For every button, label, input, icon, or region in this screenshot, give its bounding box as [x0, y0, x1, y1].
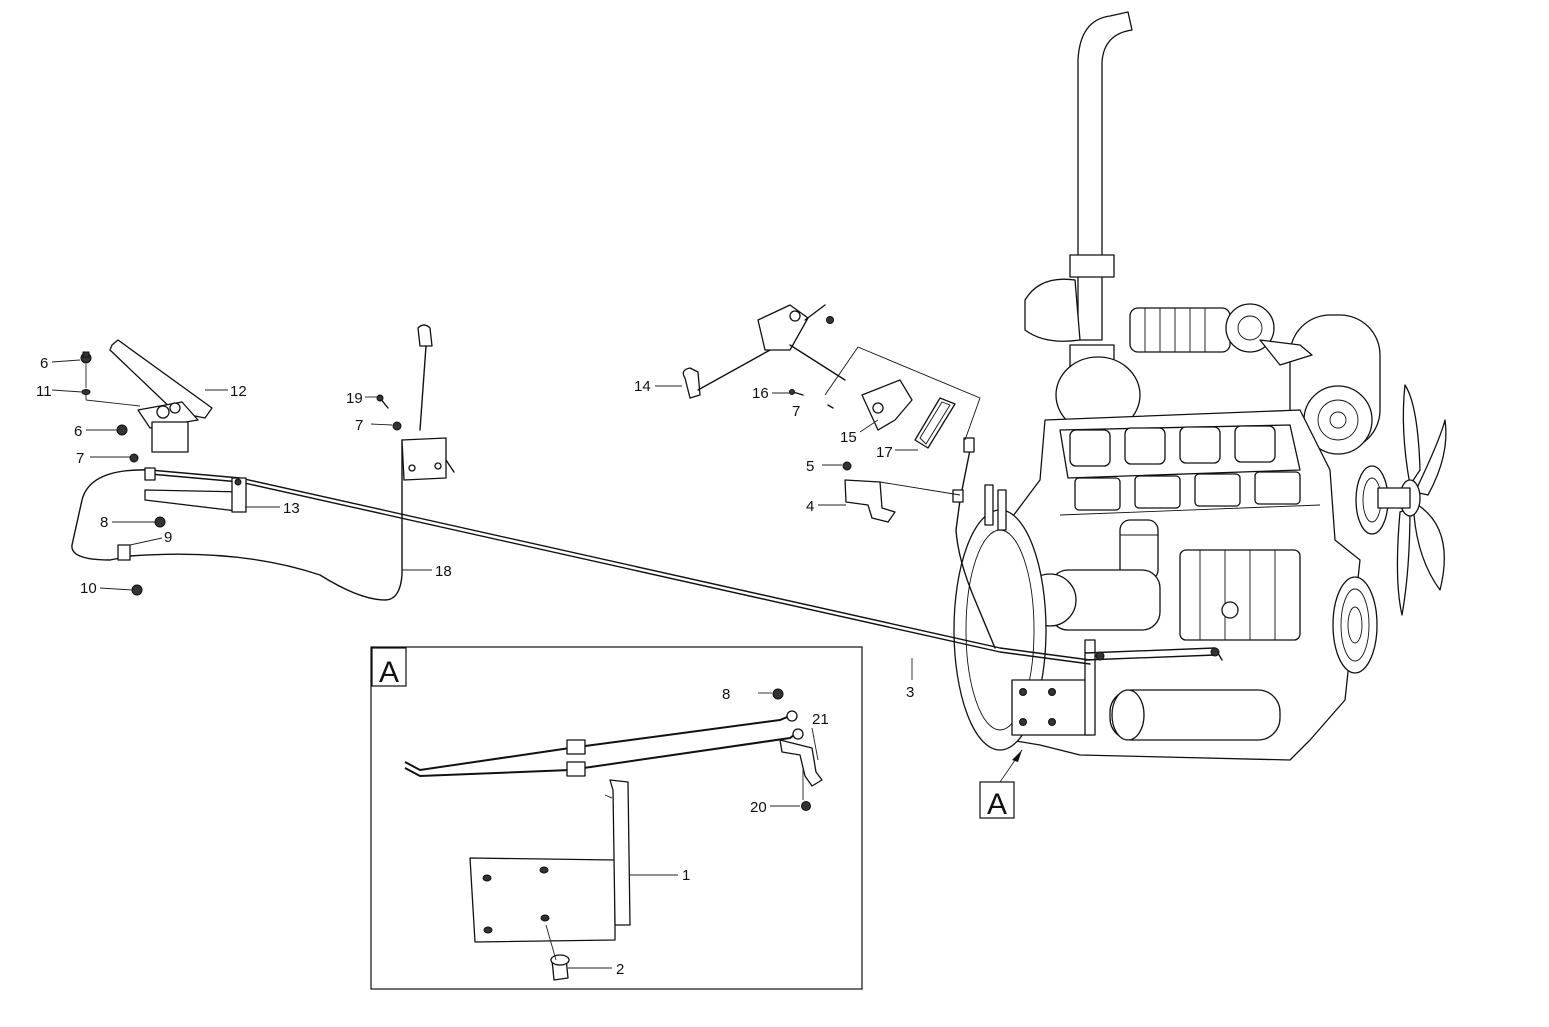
detail-bolt-2: [545, 924, 570, 981]
turbo-bellows: [1129, 303, 1275, 353]
callout-18: 18: [435, 563, 452, 580]
callout-2: 2: [616, 961, 624, 978]
callout-4: 4: [806, 498, 814, 515]
clip-9: [117, 544, 131, 561]
leader-lines: [51, 359, 918, 969]
detail-a-frame: [370, 646, 863, 990]
upper-pedal-assembly: [682, 304, 981, 449]
callout-20: 20: [750, 799, 767, 816]
engine-tag-label: A: [987, 788, 1007, 821]
washer-7-upper: [827, 404, 834, 409]
engine-cable-lower: [1084, 654, 1216, 661]
detail-bracket-21: [779, 739, 823, 787]
callout-6-top: 6: [40, 355, 48, 372]
nut-6-lower: [116, 424, 128, 436]
pad-17: [914, 397, 956, 449]
cable-loop: [71, 439, 403, 601]
small-nut: [826, 316, 834, 324]
lower-starter: [1109, 689, 1281, 741]
callout-1: 1: [682, 867, 690, 884]
detail-fitting-upper: [566, 739, 586, 755]
detail-nut-20: [801, 801, 811, 811]
clip-upper: [144, 467, 156, 481]
cable-upper-pedal: [955, 439, 996, 649]
detail-cable-upper: [404, 714, 793, 772]
callout-13: 13: [283, 500, 300, 517]
cooling-fan: [1377, 384, 1447, 616]
bolt-10: [131, 584, 143, 596]
lever-body: [401, 437, 447, 481]
detail-tag-label: A: [379, 656, 399, 689]
injection-pump: [1179, 549, 1301, 641]
callout-12: 12: [230, 383, 247, 400]
pivot-plate: [757, 304, 809, 351]
lever-rod: [419, 345, 427, 431]
detail-cable-lower: [404, 731, 799, 778]
bracket-4: [842, 461, 961, 523]
callout-7-lever: 7: [355, 417, 363, 434]
callout-6-lower: 6: [74, 423, 82, 440]
nut-8-left: [154, 516, 166, 528]
detail-a-tag-box: [371, 647, 407, 687]
valve-cover: [1059, 424, 1321, 516]
throttle-cables: [71, 437, 1091, 665]
engine-tag-box: [979, 781, 1015, 819]
detail-plate-1: [469, 857, 616, 943]
pedal-arm-14: [682, 367, 701, 399]
cable-long-lower: [149, 473, 1091, 665]
detail-fitting-lower: [566, 761, 586, 777]
foot-pedal-assembly: [109, 339, 213, 453]
callout-11: 11: [36, 383, 52, 400]
callout-8-left: 8: [100, 514, 108, 531]
washer-7-lever: [392, 421, 402, 431]
callout-5: 5: [806, 458, 814, 475]
nut-5: [842, 461, 852, 471]
callout-14: 14: [634, 378, 651, 395]
washer-11: [81, 389, 91, 395]
callout-7-left: 7: [76, 450, 84, 467]
crank-pulley: [1332, 576, 1378, 674]
callout-15: 15: [840, 429, 857, 446]
callout-21: 21: [812, 711, 829, 728]
cable-fitting-top: [963, 437, 975, 453]
callout-19: 19: [346, 390, 363, 407]
engine-assembly: [953, 11, 1447, 761]
accelerator-pedal: [109, 339, 213, 419]
detail-a-view: [370, 646, 863, 990]
bracket-13: [144, 477, 247, 513]
engine-bracket-plate: [1011, 639, 1096, 736]
callout-16: 16: [752, 385, 769, 402]
callout-7-upper: 7: [792, 403, 800, 420]
cable-fitting-mid: [952, 489, 964, 503]
bracket-15: [861, 379, 913, 431]
exhaust-clamp: [1069, 254, 1115, 278]
hand-throttle-lever: [376, 324, 455, 481]
washer-7-left: [129, 453, 139, 463]
callout-8-detail: 8: [722, 686, 730, 703]
callout-9: 9: [164, 529, 172, 546]
callout-10: 10: [80, 580, 97, 597]
callout-17: 17: [876, 444, 893, 461]
detail-nut-8: [772, 688, 784, 700]
exhaust-stack: [1077, 11, 1133, 341]
cable-long-upper: [149, 469, 1091, 661]
callout-labels: 1 2 3 4 5 6 6 7 7 7 7 8 8 9 10 11 12 13 …: [36, 355, 1007, 978]
lever-knob: [417, 324, 433, 347]
callout-3: 3: [906, 684, 914, 701]
heat-shield: [1024, 278, 1081, 342]
pedal-bracket: [151, 421, 189, 453]
